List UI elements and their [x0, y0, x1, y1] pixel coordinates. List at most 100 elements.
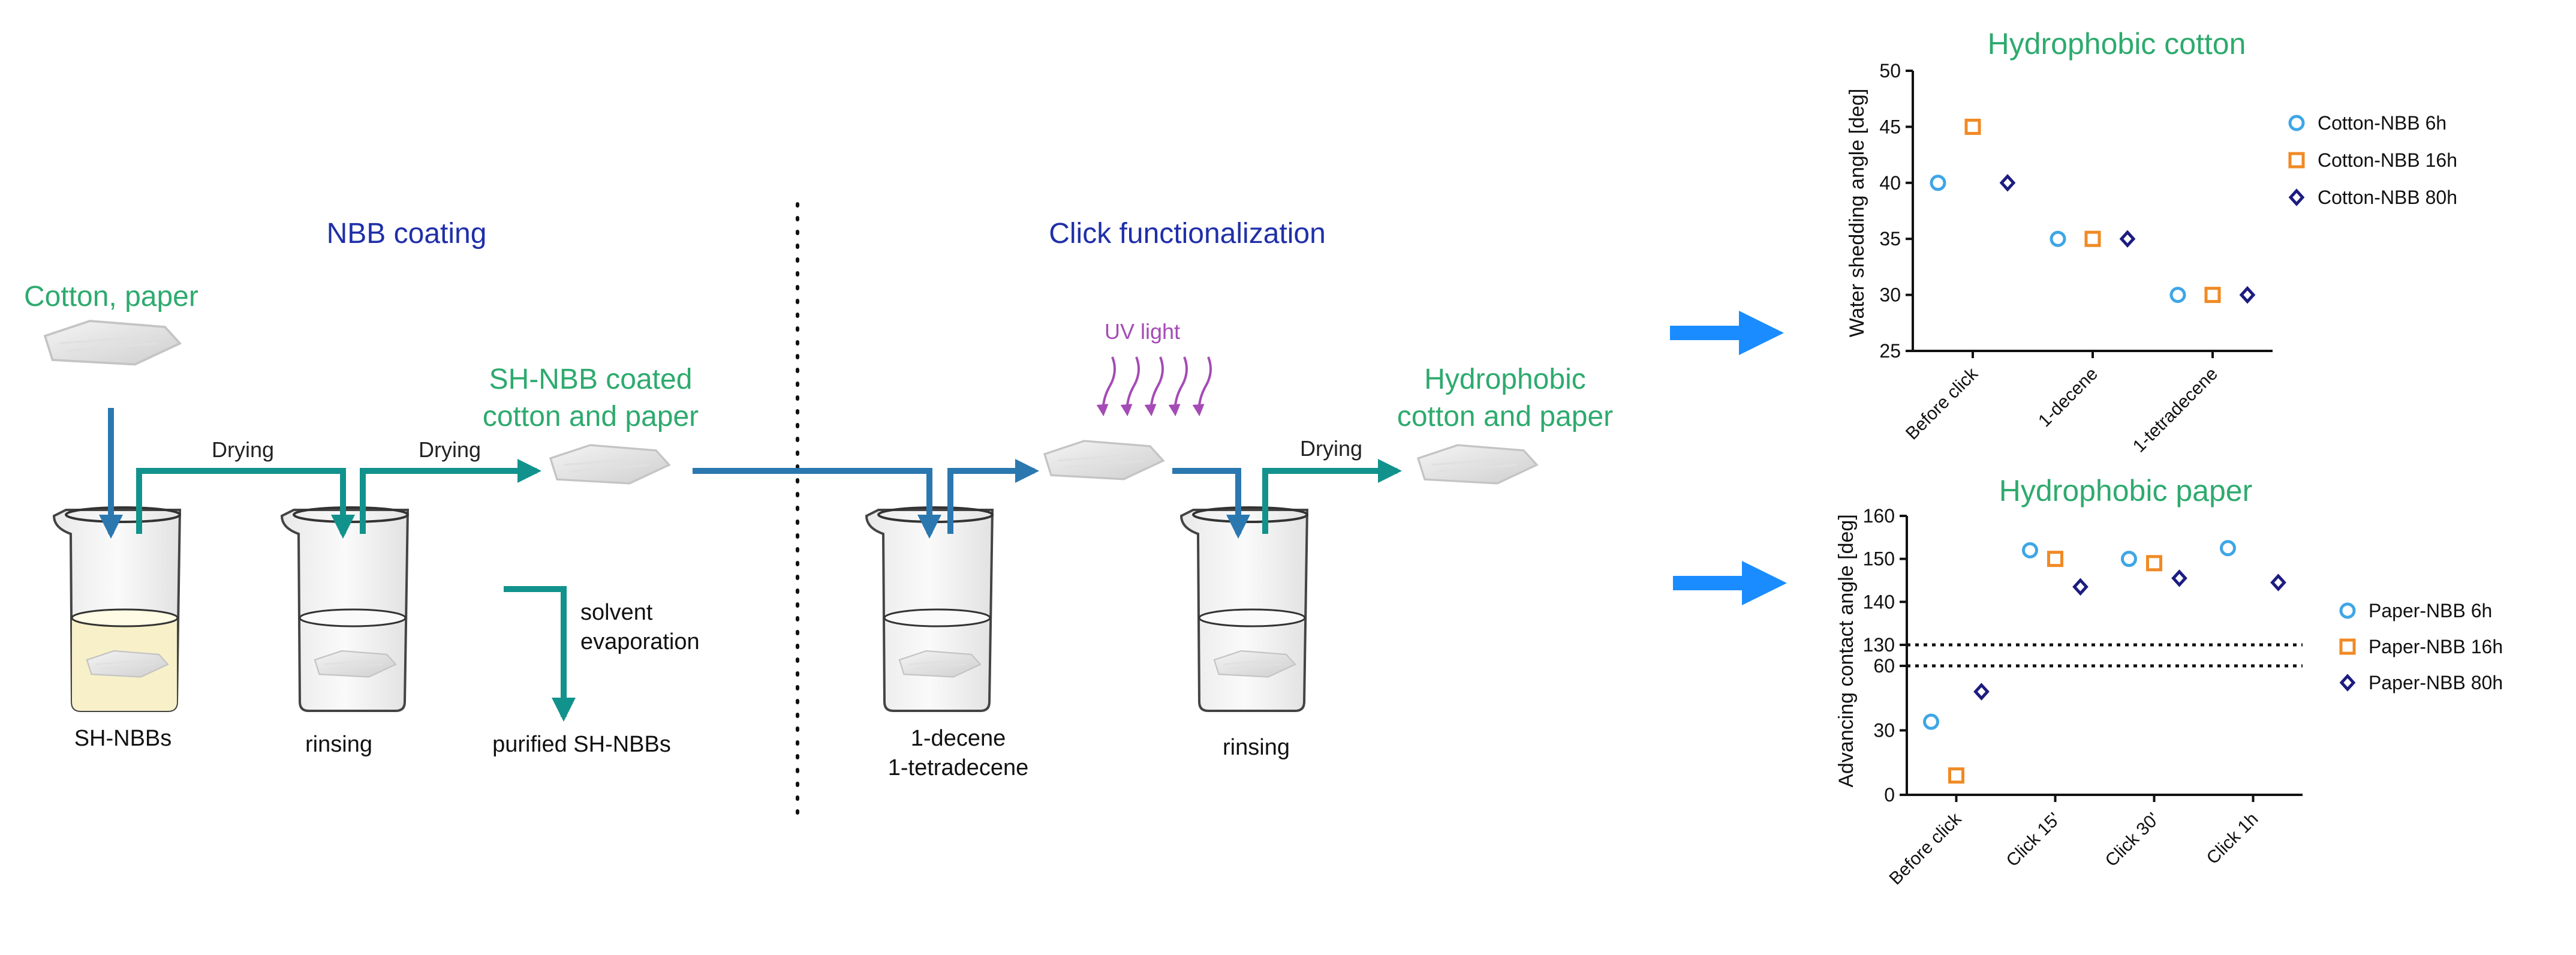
- data-point: [2050, 230, 2066, 247]
- chart-title: Hydrophobic cotton: [1988, 27, 2246, 61]
- x-tick-label: Click 15': [2003, 809, 2065, 871]
- x-tick-label: Click 30': [2102, 809, 2163, 871]
- y-tick-label: 140: [1863, 591, 1895, 612]
- legend-marker: [2288, 152, 2305, 169]
- y-tick-label: 45: [1879, 116, 1901, 137]
- x-tick-label: 1-decene: [2035, 364, 2102, 431]
- arrow-beaker2-to-coated: [360, 459, 541, 534]
- y-tick-label: 150: [1863, 548, 1895, 570]
- y-tick-label: 30: [1873, 720, 1895, 741]
- plot-marks: [1923, 540, 2286, 784]
- arrow-uv-to-beaker4: [1172, 468, 1250, 539]
- y-axis-label: Advancing contact angle [deg]: [1835, 514, 1858, 788]
- label-decene-line1: 1-decene: [911, 726, 1006, 751]
- arrow-beaker1-to-beaker2: [136, 468, 355, 539]
- label-purified: purified SH-NBBs: [492, 732, 671, 757]
- flow-arrows: [99, 408, 1402, 722]
- y-tick-label: 60: [1873, 655, 1895, 677]
- process-diagram: NBB coating Click functionalization Cott…: [24, 202, 1787, 818]
- arrow-solvent-evaporation: [504, 586, 576, 722]
- y-tick-label: 35: [1879, 228, 1901, 250]
- label-drying-1: Drying: [212, 437, 274, 462]
- label-drying-2: Drying: [419, 437, 481, 462]
- y-tick-label: 40: [1879, 172, 1901, 194]
- result-arrow-cotton: [1670, 311, 1784, 355]
- label-sh-nbb-coated-line1: SH-NBB coated: [489, 364, 693, 395]
- result-arrow-paper: [1673, 561, 1787, 605]
- data-point: [1923, 713, 1939, 730]
- cotton-sheet-coated: [549, 444, 670, 485]
- legend-label: Paper-NBB 6h: [2369, 600, 2492, 621]
- y-tick-label: 30: [1879, 284, 1901, 306]
- data-point: [2171, 569, 2187, 587]
- y-axis-label: Water shedding angle [deg]: [1846, 89, 1868, 338]
- arrow-coated-to-beaker3: [693, 468, 941, 539]
- plot-marks: [1930, 118, 2256, 304]
- label-rinsing-1: rinsing: [305, 732, 372, 757]
- cotton-sheet-uv: [1043, 440, 1164, 480]
- y-tick-label: 160: [1863, 505, 1895, 527]
- legend-marker: [2339, 638, 2356, 655]
- legend-marker: [2288, 188, 2305, 206]
- y-tick-label: 25: [1879, 340, 1901, 362]
- data-point: [2022, 542, 2038, 558]
- label-drying-3: Drying: [1300, 436, 1362, 461]
- legend-label: Cotton-NBB 16h: [2318, 149, 2457, 171]
- beaker-sh-nbbs: [52, 506, 182, 712]
- legend-marker: [2339, 674, 2356, 692]
- chart-paper: Hydrophobic paper Advancing contact angl…: [1835, 474, 2503, 889]
- data-point: [2270, 573, 2286, 591]
- y-tick-label: 130: [1863, 634, 1895, 656]
- label-solvent: solvent: [580, 600, 653, 625]
- x-tick-label: 1-tetradecene: [2129, 364, 2222, 457]
- label-cotton-paper: Cotton, paper: [24, 281, 198, 313]
- cotton-sheet-input: [44, 320, 181, 366]
- data-point: [2072, 578, 2089, 596]
- legend-marker: [2339, 602, 2356, 619]
- label-uv-light: UV light: [1105, 319, 1180, 344]
- legend-label: Paper-NBB 80h: [2369, 672, 2503, 693]
- data-point: [1964, 118, 1981, 135]
- arrow-beaker3-to-uv: [947, 459, 1039, 534]
- arrow-beaker4-to-hydrophobic: [1262, 459, 1402, 534]
- data-point: [1948, 767, 1964, 784]
- data-point: [2204, 287, 2221, 304]
- section-title-nbb-coating: NBB coating: [327, 218, 487, 250]
- beaker-rinsing-2: [1179, 506, 1309, 712]
- data-point: [2084, 230, 2101, 247]
- data-point: [1999, 174, 2016, 192]
- data-point: [2220, 540, 2236, 557]
- data-point: [2239, 286, 2256, 304]
- legend-label: Paper-NBB 16h: [2369, 636, 2503, 657]
- label-hydrophobic-line1: Hydrophobic: [1424, 364, 1585, 395]
- data-point: [2121, 551, 2137, 567]
- data-point: [1973, 683, 1990, 701]
- data-point: [1930, 175, 1946, 191]
- x-tick-label: Click 1h: [2203, 809, 2262, 869]
- x-tick-label: Before click: [1885, 809, 1966, 889]
- legend-label: Cotton-NBB 80h: [2318, 187, 2457, 208]
- data-point: [2169, 287, 2186, 304]
- section-title-click-functionalization: Click functionalization: [1049, 218, 1326, 250]
- chart-cotton: Hydrophobic cotton Water shedding angle …: [1846, 27, 2457, 457]
- data-point: [2146, 555, 2162, 572]
- x-tick-label: Before click: [1902, 364, 1982, 444]
- chart-title: Hydrophobic paper: [1999, 474, 2253, 507]
- data-point: [2047, 551, 2063, 567]
- legend-marker: [2288, 115, 2305, 131]
- label-sh-nbbs: SH-NBBs: [74, 726, 172, 751]
- cotton-sheet-hydrophobic: [1417, 444, 1538, 485]
- label-sh-nbb-coated-line2: cotton and paper: [483, 401, 699, 433]
- y-tick-label: 0: [1884, 784, 1895, 806]
- beaker-rinsing-1: [280, 506, 410, 712]
- label-rinsing-2: rinsing: [1223, 735, 1290, 760]
- data-point: [2119, 230, 2136, 248]
- uv-light-icon: [1096, 356, 1212, 416]
- legend-label: Cotton-NBB 6h: [2318, 112, 2446, 134]
- y-tick-label: 50: [1879, 60, 1901, 82]
- label-evaporation: evaporation: [580, 629, 700, 654]
